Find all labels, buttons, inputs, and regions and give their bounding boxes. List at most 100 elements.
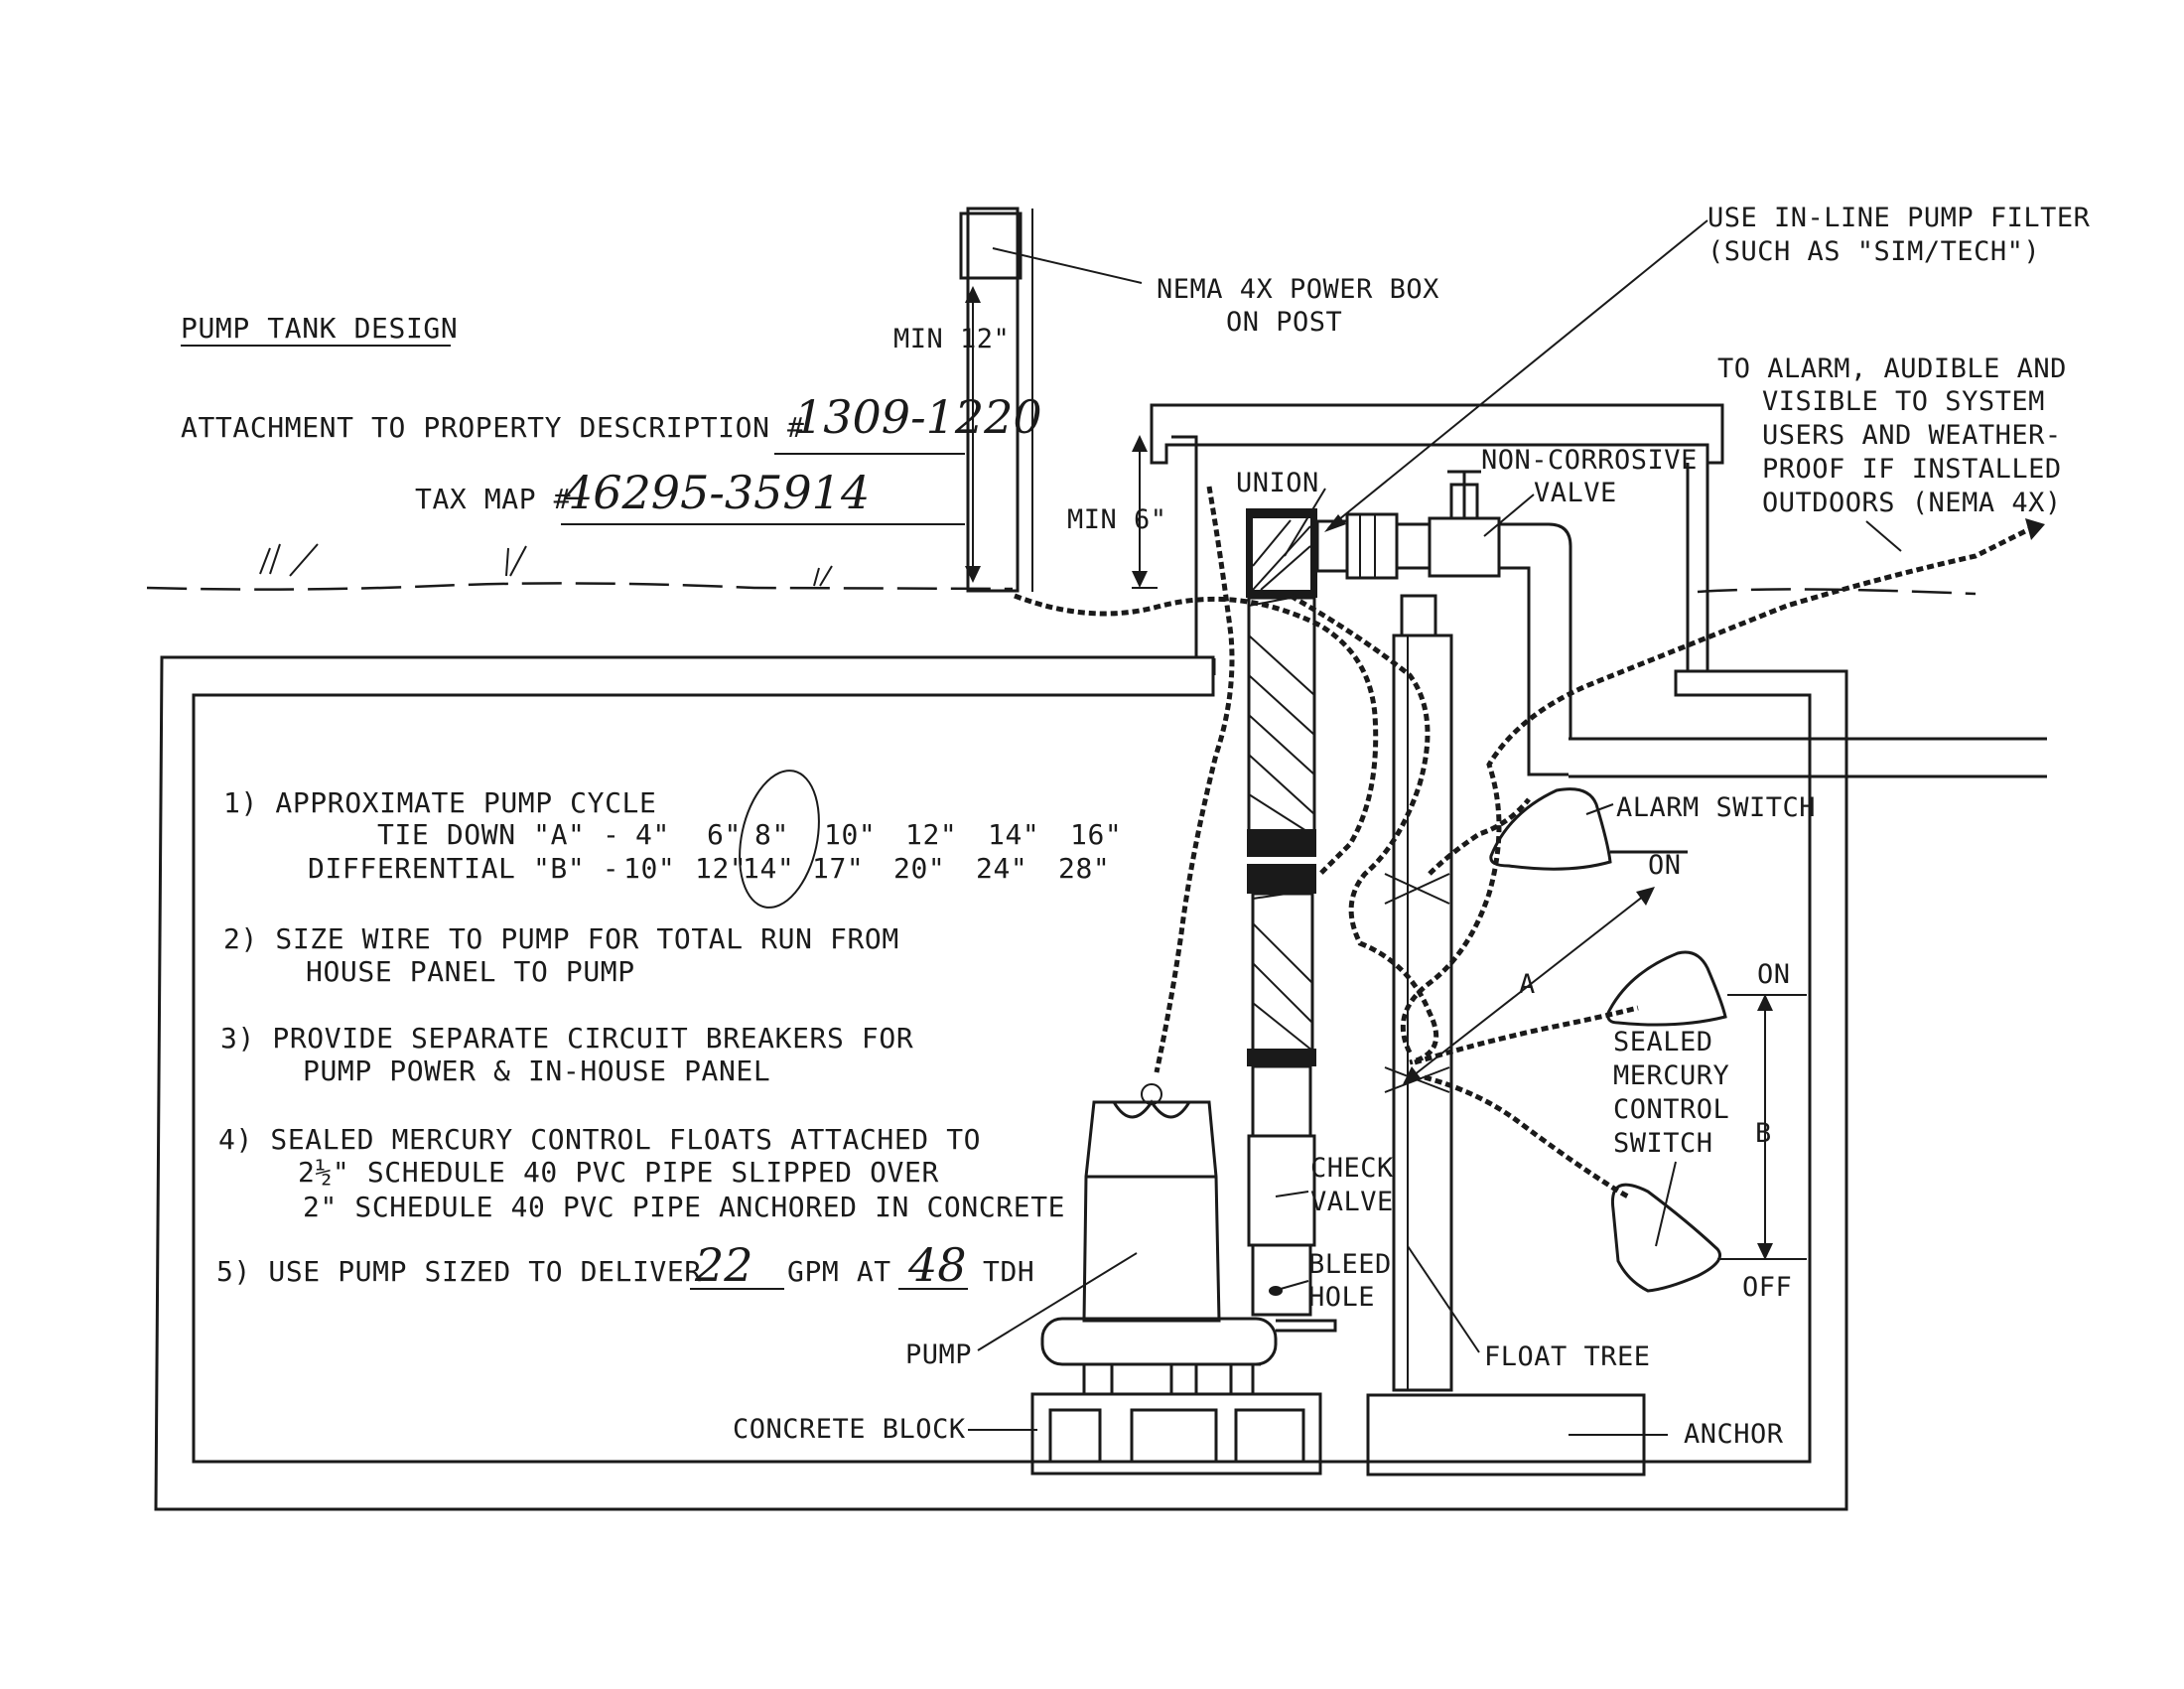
tie-down-value: 16" <box>1070 818 1122 851</box>
dimension-b <box>1757 994 1773 1260</box>
note-4-line-3: 2" SCHEDULE 40 PVC PIPE ANCHORED IN CONC… <box>303 1191 1065 1223</box>
outflow-pipe <box>1569 737 2047 778</box>
sealed-leader <box>1655 1161 1677 1247</box>
valve-label-2: VALVE <box>1534 478 1617 508</box>
alarm-cable <box>1400 523 2037 1055</box>
discharge-pipe <box>1246 508 1317 1317</box>
valve-handle-icon <box>1447 470 1481 520</box>
note-2-line-1: 2) SIZE WIRE TO PUMP FOR TOTAL RUN FROM <box>223 922 899 955</box>
note-1-tie-label: TIE DOWN "A" - <box>377 818 619 851</box>
lower-control-tether <box>1424 1074 1630 1199</box>
alarm-leader <box>1865 520 1902 552</box>
union-label: UNION <box>1236 468 1319 498</box>
horizontal-pipe <box>1315 512 1572 776</box>
min6-dimension <box>1132 435 1158 589</box>
tank-wall <box>154 655 1848 1511</box>
anchor-block <box>1366 1393 1668 1477</box>
note-5-gpm-value: 22 <box>694 1238 753 1292</box>
valve-label-1: NON-CORROSIVE <box>1481 445 1698 476</box>
note-4-line-2: 2½" SCHEDULE 40 PVC PIPE SLIPPED OVER <box>298 1156 939 1189</box>
sealed-label-2: MERCURY <box>1613 1060 1729 1091</box>
filter-label-2: (SUCH AS "SIM/TECH") <box>1707 236 2040 267</box>
tie-down-values: 4" 6" 8" 10" 12" 14" 16" <box>635 818 1122 851</box>
alarm-label-2: VISIBLE TO SYSTEM <box>1762 386 2045 417</box>
pump-leader <box>977 1252 1138 1351</box>
check-valve-label-2: VALVE <box>1310 1187 1394 1217</box>
power-cable-top <box>1014 593 1379 876</box>
power-box-leader <box>992 247 1143 284</box>
riser-lid <box>1150 403 1724 671</box>
alarm-switch-leader <box>1585 803 1614 815</box>
float-tree <box>1392 594 1453 1392</box>
bleed-hole-leader <box>1280 1280 1309 1290</box>
concrete-block <box>1030 1392 1322 1476</box>
pump-power-cable <box>1154 486 1235 1073</box>
bleed-hole-label-1: BLEED <box>1308 1249 1392 1280</box>
differential-value: 17" <box>812 852 864 885</box>
tie-down-value: 8" <box>754 818 789 851</box>
min12-dimension <box>965 286 981 583</box>
note-5-prefix: 5) USE PUMP SIZED TO DELIVER <box>216 1255 702 1288</box>
tie-down-value: 14" <box>988 818 1039 851</box>
upper-control-float <box>1606 950 1727 1027</box>
alarm-arrow-icon <box>2025 518 2045 540</box>
alarm-label-1: TO ALARM, AUDIBLE AND <box>1717 353 2067 384</box>
note-5-tdh-value: 48 <box>907 1238 967 1292</box>
concrete-block-label: CONCRETE BLOCK <box>733 1414 966 1445</box>
grass-tufts <box>259 543 833 587</box>
pump-body <box>1040 1083 1337 1395</box>
power-box-label-1: NEMA 4X POWER BOX <box>1157 274 1439 305</box>
ground-line-left <box>146 582 1014 591</box>
differential-values: 10" 12"14" 17" 20" 24" 28" <box>623 852 1110 885</box>
selected-cycle-circle <box>739 770 820 909</box>
alarm-on-label: ON <box>1648 850 1682 881</box>
alarm-float-tether <box>1428 797 1531 876</box>
upper-on-label: ON <box>1757 959 1791 990</box>
sealed-label-3: CONTROL <box>1613 1094 1729 1125</box>
note-4-line-1: 4) SEALED MERCURY CONTROL FLOATS ATTACHE… <box>218 1123 981 1156</box>
alarm-switch-label: ALARM SWITCH <box>1616 792 1816 823</box>
pump-label: PUMP <box>905 1339 972 1370</box>
alarm-label-4: PROOF IF INSTALLED <box>1762 454 2062 485</box>
alarm-label-3: USERS AND WEATHER- <box>1762 420 2062 451</box>
power-box-post <box>959 207 1033 593</box>
alarm-label-5: OUTDOORS (NEMA 4X) <box>1762 488 2062 518</box>
min6-label: MIN 6" <box>1067 504 1167 535</box>
tie-down-value: 4" <box>635 818 670 851</box>
differential-value: 28" <box>1058 852 1110 885</box>
bleed-hole-label-2: HOLE <box>1308 1282 1375 1313</box>
note-2-line-2: HOUSE PANEL TO PUMP <box>306 955 635 988</box>
tether-clip-upper <box>1384 873 1450 905</box>
upper-control-tether <box>1414 1005 1639 1065</box>
filter-label-1: USE IN-LINE PUMP FILTER <box>1707 203 2091 233</box>
tie-down-value: 10" <box>824 818 876 851</box>
tie-down-value: 12" <box>905 818 957 851</box>
differential-value: 20" <box>893 852 945 885</box>
note-3-line-1: 3) PROVIDE SEPARATE CIRCUIT BREAKERS FOR <box>220 1022 913 1055</box>
dimension-b-label: B <box>1755 1118 1772 1149</box>
off-label: OFF <box>1742 1272 1792 1303</box>
min12-label: MIN 12" <box>893 324 1010 354</box>
notes-block: 1) APPROXIMATE PUMP CYCLE TIE DOWN "A" -… <box>216 770 1122 1292</box>
check-valve-leader <box>1275 1191 1309 1197</box>
differential-value: 10" <box>623 852 675 885</box>
differential-value: 24" <box>976 852 1027 885</box>
taxmap-label: TAX MAP # <box>415 483 571 515</box>
sealed-label-1: SEALED <box>1613 1027 1713 1057</box>
differential-value: 14" <box>743 852 794 885</box>
valve-leader <box>1483 493 1535 537</box>
differential-value: 12" <box>695 852 747 885</box>
attachment-label: ATTACHMENT TO PROPERTY DESCRIPTION # <box>181 411 804 444</box>
page-title: PUMP TANK DESIGN <box>181 312 458 345</box>
tie-down-value: 6" <box>707 818 742 851</box>
note-1-title: 1) APPROXIMATE PUMP CYCLE <box>223 786 656 819</box>
float-tree-leader <box>1407 1245 1480 1353</box>
note-5-suffix: TDH <box>983 1255 1034 1288</box>
dimension-a <box>1403 887 1655 1084</box>
check-valve-label-1: CHECK <box>1310 1153 1394 1184</box>
note-5-middle: GPM AT <box>787 1255 891 1288</box>
sealed-label-4: SWITCH <box>1613 1128 1713 1159</box>
note-3-line-2: PUMP POWER & IN-HOUSE PANEL <box>303 1055 770 1087</box>
note-1-diff-label: DIFFERENTIAL "B" - <box>308 852 619 885</box>
